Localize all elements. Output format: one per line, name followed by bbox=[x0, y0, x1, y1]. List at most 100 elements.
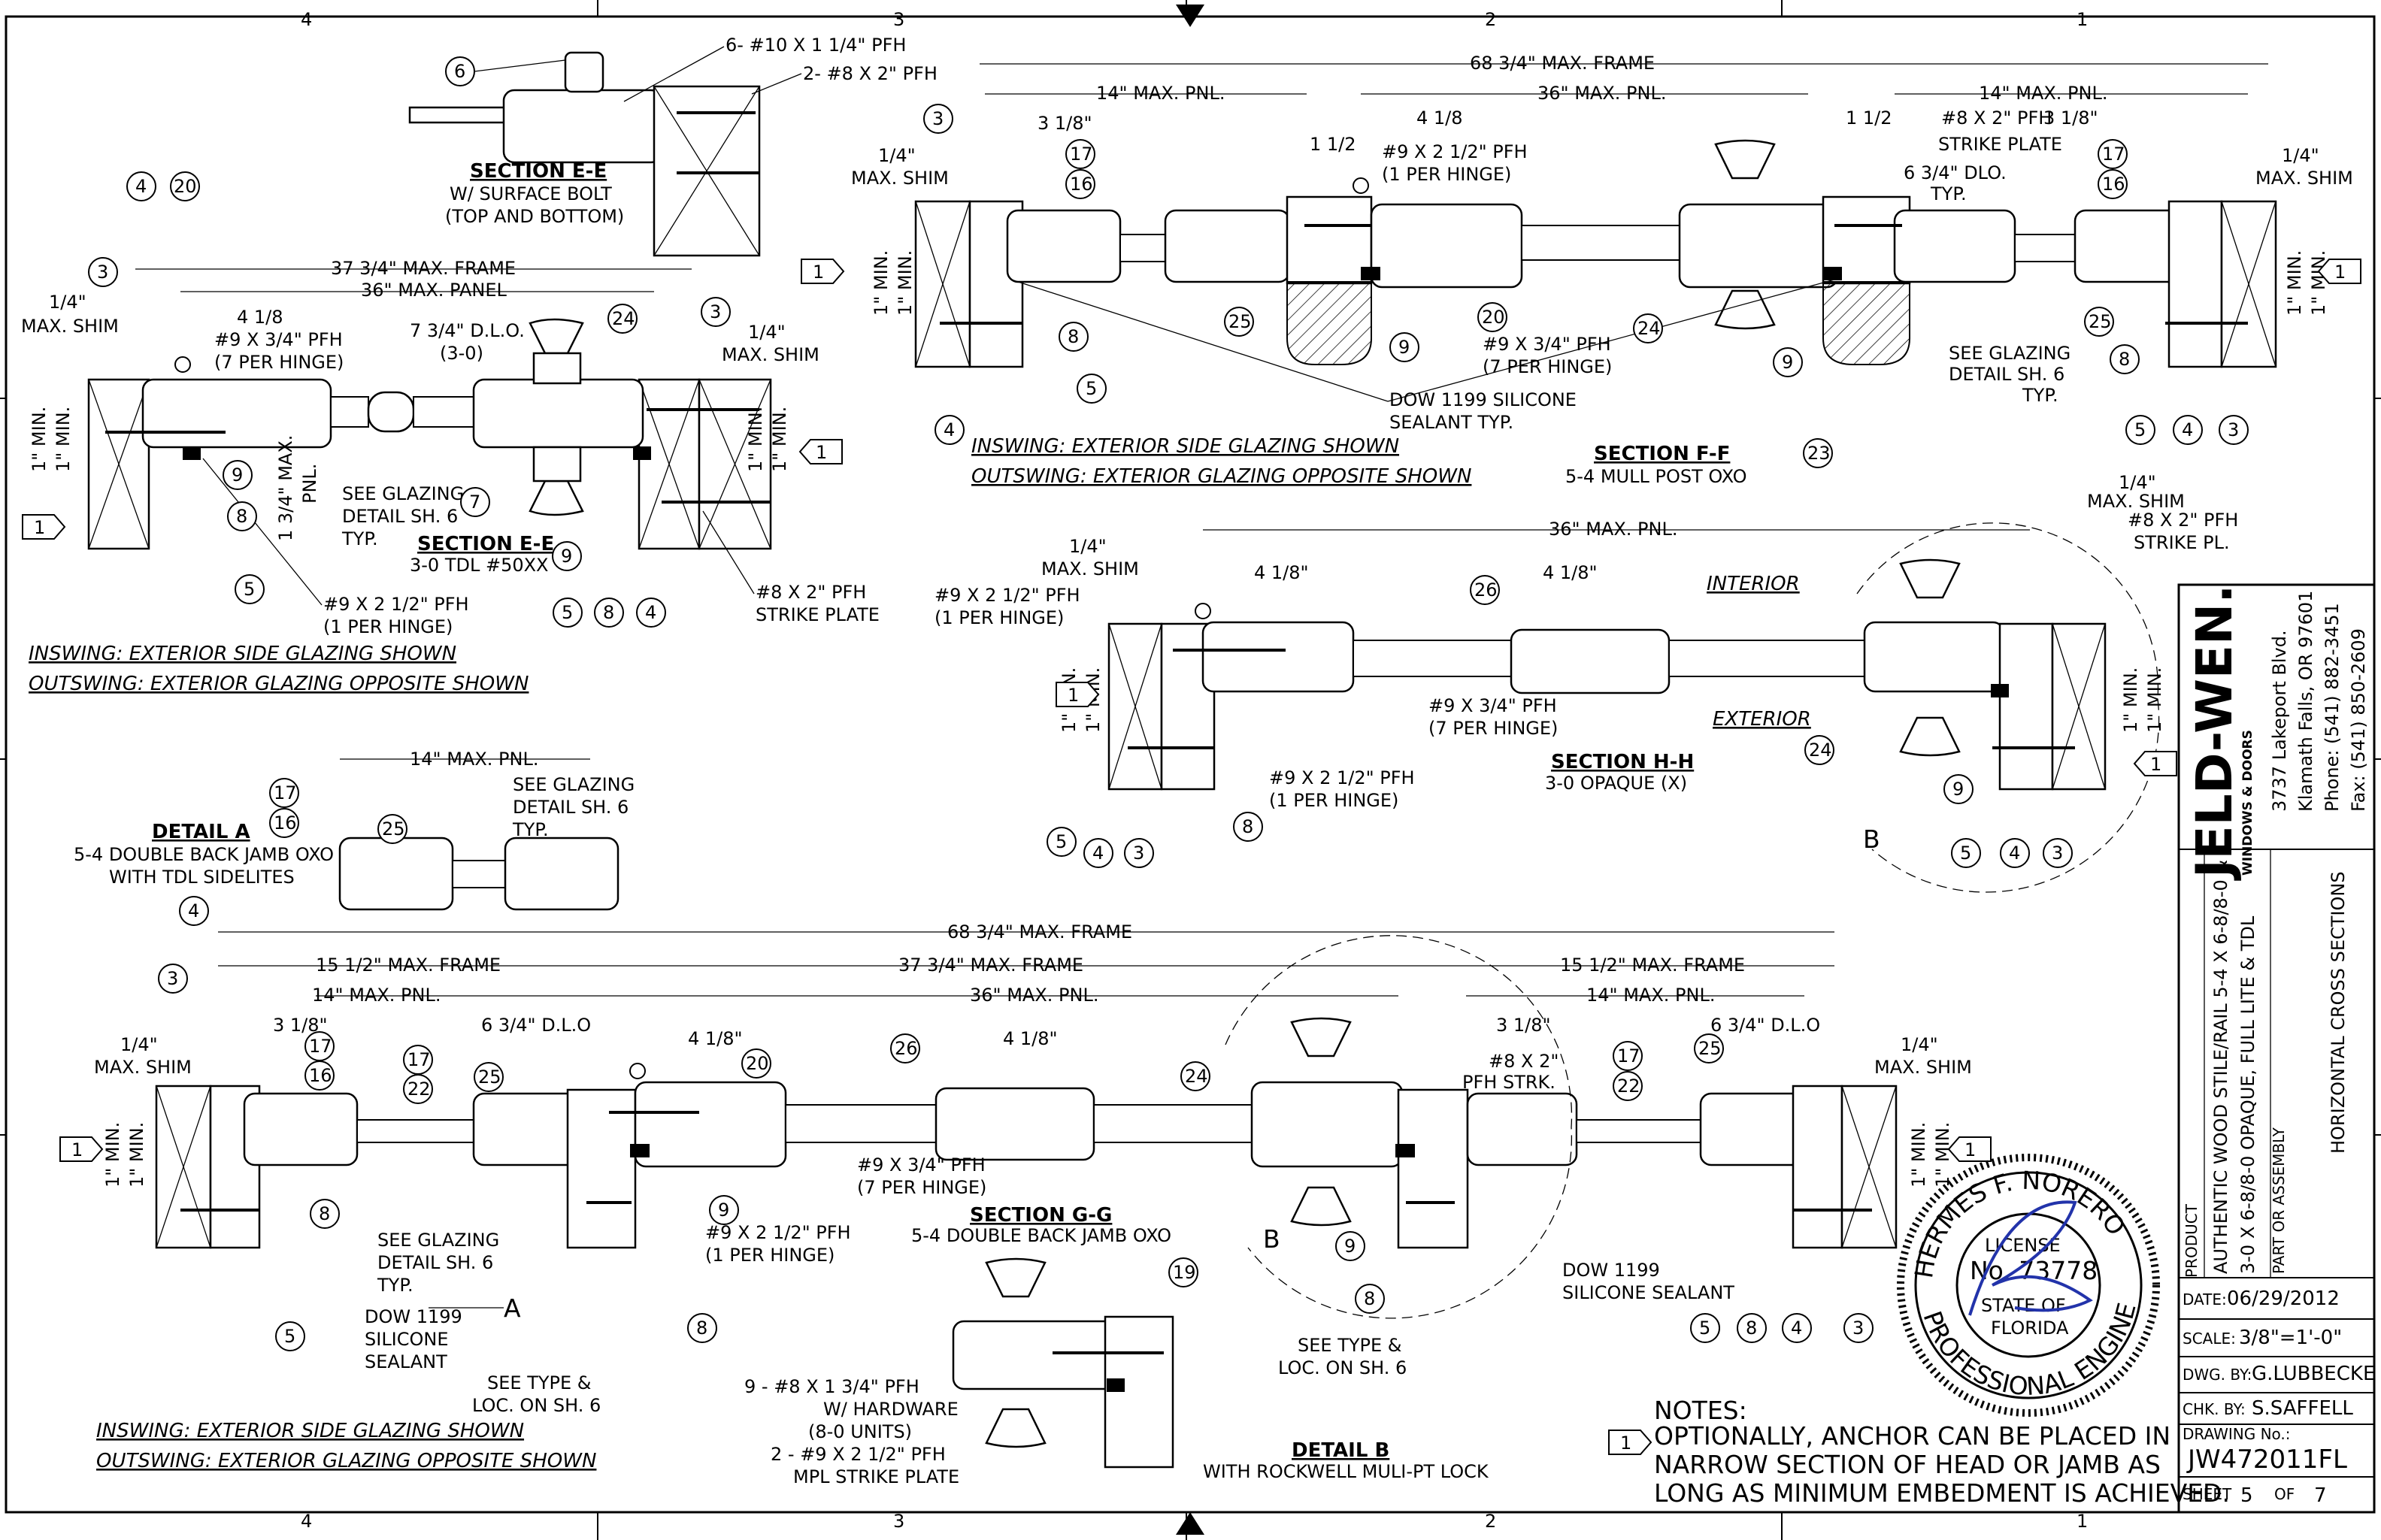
section-title: SECTION E-E bbox=[417, 533, 554, 555]
callout-number: 3 bbox=[97, 262, 108, 283]
dimension-label: 3 1/8" bbox=[1038, 113, 1092, 134]
screw-spec: W/ HARDWARE bbox=[823, 1399, 959, 1420]
company-fax: Fax: (541) 850-2609 bbox=[2348, 628, 2369, 812]
seal-state: FLORIDA bbox=[1991, 1318, 2069, 1339]
strike-bolt bbox=[633, 446, 651, 460]
mull-post-hatched bbox=[1822, 281, 1910, 365]
door-stile bbox=[141, 378, 332, 449]
callout-group: 4 20 3 24 9 8 5 7 9 5 8 4 1 1 bbox=[22, 171, 843, 628]
section-subtitle: (TOP AND BOTTOM) bbox=[445, 206, 624, 227]
callout-number: 16 bbox=[1070, 174, 1093, 195]
sidelite-stile bbox=[504, 837, 619, 911]
detail-marker: A bbox=[504, 1293, 521, 1323]
dimension-label: 4 1/8" bbox=[1254, 562, 1309, 583]
section-subtitle: 3-0 OPAQUE (X) bbox=[1545, 773, 1687, 794]
screw-spec: #8 X 2" bbox=[1489, 1051, 1559, 1072]
lock-body bbox=[532, 446, 582, 483]
screw-spec: MPL STRIKE PLATE bbox=[793, 1466, 959, 1487]
screw-spec: (1 PER HINGE) bbox=[1269, 790, 1398, 811]
strike-bolt bbox=[1395, 1144, 1415, 1157]
door-stile bbox=[1678, 203, 1839, 289]
dimension-label: 4 1/8" bbox=[1003, 1028, 1058, 1049]
section-title: SECTION F-F bbox=[1594, 443, 1730, 465]
callout-group: 26 24 9 5 4 3 5 4 3 8 1 1 bbox=[1047, 575, 2177, 868]
tdl-bar bbox=[367, 391, 415, 433]
callout-number: 17 bbox=[274, 782, 297, 803]
section-hh: 36" MAX. PNL. 4 1/8" 4 1/8" 1/4" MAX. SH… bbox=[935, 472, 2238, 893]
hinge-bolt bbox=[1361, 267, 1380, 280]
callout-number: 3 bbox=[710, 301, 721, 322]
strike-bolt bbox=[1991, 684, 2009, 697]
callout-number: 17 bbox=[2102, 144, 2125, 165]
glass-pane bbox=[1576, 1119, 1701, 1143]
section-title: SECTION G-G bbox=[970, 1204, 1112, 1227]
anchor-marker bbox=[1056, 682, 1100, 707]
callout-number: 22 bbox=[407, 1079, 431, 1100]
brand-tagline: WINDOWS & DOORS bbox=[2240, 730, 2255, 876]
callout-number: 5 bbox=[2134, 419, 2146, 440]
dimension-label: 1/4" bbox=[1901, 1034, 1938, 1055]
callout-number: 1 bbox=[816, 442, 827, 463]
callout-number: 26 bbox=[895, 1038, 918, 1059]
sidelite-stile bbox=[1466, 1092, 1578, 1166]
hinge-pin bbox=[174, 356, 191, 373]
sealant-note: SILICONE SEALANT bbox=[1562, 1282, 1734, 1303]
callout-number: 20 bbox=[1482, 307, 1505, 328]
screw-spec: #9 X 2 1/2" PFH bbox=[323, 594, 469, 615]
lever-handle bbox=[1290, 1017, 1352, 1227]
section-gg: 68 3/4" MAX. FRAME 15 1/2" MAX. FRAME 37… bbox=[59, 896, 1992, 1472]
dimension-label: 3 1/8" bbox=[1496, 1015, 1551, 1036]
glass-pane bbox=[452, 860, 506, 888]
right-frame bbox=[2167, 200, 2223, 368]
callout-number: 4 bbox=[1092, 843, 1104, 864]
callout-number: 8 bbox=[319, 1203, 330, 1224]
callout-number: 26 bbox=[1474, 579, 1498, 601]
dimension-label: 14" MAX. PNL. bbox=[312, 985, 441, 1006]
sealant-note: SEE TYPE & bbox=[1298, 1335, 1402, 1356]
dimension-label: TYP. bbox=[1930, 183, 1967, 204]
sealant-note: DOW 1199 SILICONE bbox=[1389, 389, 1577, 410]
section-ff: 68 3/4" MAX. FRAME 14" MAX. PNL. 36" MAX… bbox=[801, 53, 2361, 488]
glazing-note: INSWING: EXTERIOR SIDE GLAZING SHOWN bbox=[96, 1420, 524, 1442]
section-subtitle: 5-4 DOUBLE BACK JAMB OXO bbox=[74, 844, 334, 865]
callout-number: 4 bbox=[944, 419, 955, 440]
glass-pane bbox=[413, 396, 474, 428]
dimension-label: 1" MIN. bbox=[2144, 667, 2165, 733]
section-title: SECTION E-E bbox=[470, 160, 607, 183]
callout-number: 9 bbox=[718, 1200, 729, 1221]
notes-header: NOTES: bbox=[1654, 1396, 1747, 1425]
callout-number: 9 bbox=[1398, 337, 1410, 358]
lever-handle bbox=[1899, 558, 1961, 757]
screw-spec: STRIKE PLATE bbox=[756, 604, 880, 625]
callout-bubble bbox=[269, 808, 299, 838]
dimension-label: 1" MIN. bbox=[871, 250, 892, 316]
callout-number: 3 bbox=[1852, 1318, 1864, 1339]
field-label: PART OR ASSEMBLY bbox=[2270, 1127, 2288, 1274]
dimension-label: 1" MIN. bbox=[126, 1122, 147, 1188]
screw-spec: 2 - #9 X 2 1/2" PFH bbox=[771, 1444, 946, 1465]
sidelite-stile bbox=[338, 837, 454, 911]
drawn-by: G.LUBBECKE bbox=[2252, 1363, 2375, 1385]
part-name: HORIZONTAL CROSS SECTIONS bbox=[2328, 871, 2349, 1154]
anchor-marker bbox=[798, 439, 843, 464]
dimension-label: 15 1/2" MAX. FRAME bbox=[316, 955, 501, 976]
dimension-label: 1 1/2 bbox=[1310, 134, 1356, 155]
dimension-label: 1" MIN. bbox=[1932, 1122, 1953, 1188]
dimension-label: 6 3/4" D.L.O bbox=[1710, 1015, 1820, 1036]
screw-spec: (1 PER HINGE) bbox=[1382, 164, 1511, 185]
seal-state: STATE OF bbox=[1981, 1295, 2066, 1316]
glazing-note: SEE GLAZING bbox=[342, 483, 464, 504]
anchor-marker bbox=[2317, 259, 2361, 284]
field-label: SHEET bbox=[2183, 1485, 2232, 1503]
screw-spec: (7 PER HINGE) bbox=[1483, 356, 1612, 377]
strike-bolt bbox=[1107, 1378, 1125, 1392]
dimension-label: MAX. SHIM bbox=[722, 344, 819, 365]
glazing-note: TYP. bbox=[341, 528, 378, 549]
raised-panel bbox=[1353, 640, 1512, 677]
glazing-note: INSWING: EXTERIOR SIDE GLAZING SHOWN bbox=[29, 643, 456, 665]
callout-number: 17 bbox=[1070, 144, 1093, 165]
door-stile bbox=[1201, 621, 1355, 693]
callout-number: 4 bbox=[645, 602, 656, 623]
callout-number: 17 bbox=[309, 1036, 332, 1057]
dimension-label: 1/4" bbox=[120, 1034, 158, 1055]
